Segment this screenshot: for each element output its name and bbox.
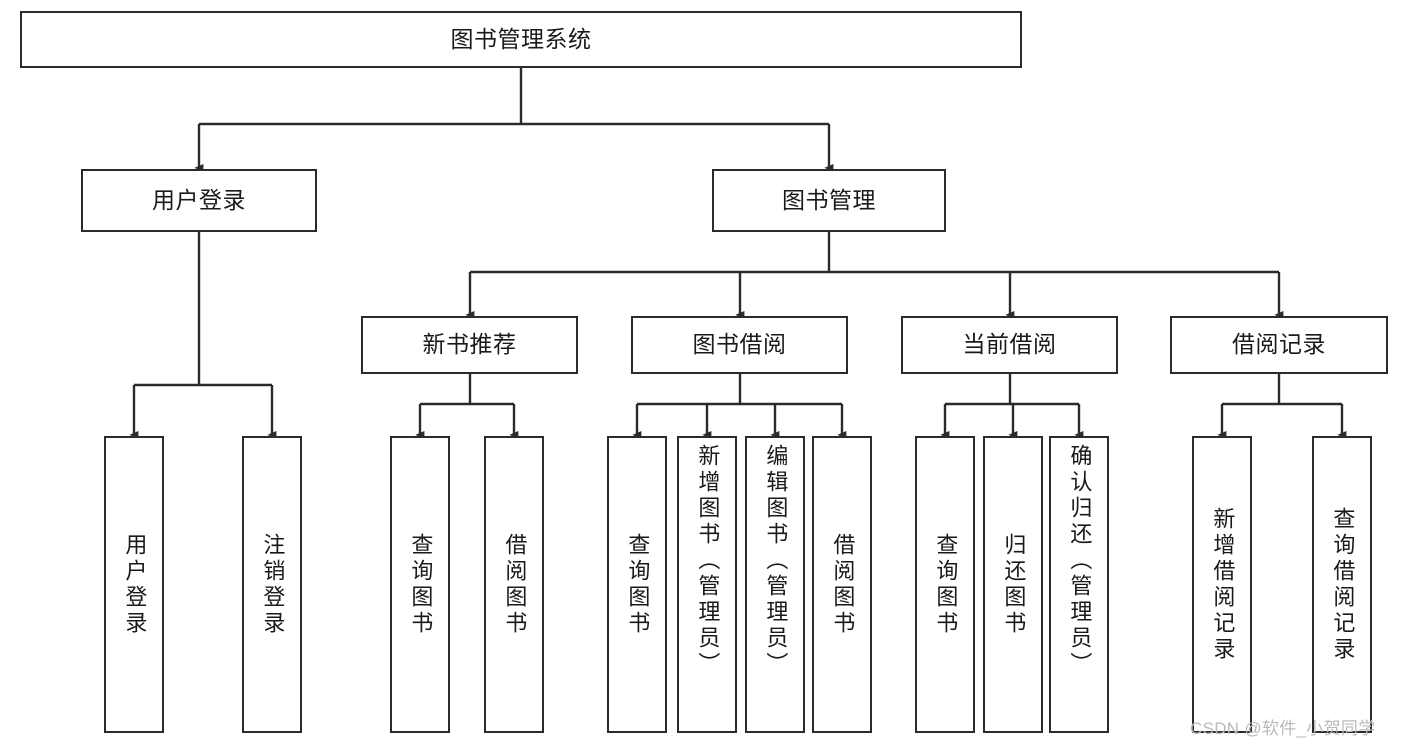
node-leaf-user-logout[interactable]: 注销登录	[242, 436, 302, 733]
node-records[interactable]: 借阅记录	[1170, 316, 1388, 374]
node-label: 新增借阅记录	[1210, 506, 1236, 663]
node-leaf-bw-query[interactable]: 查询图书	[607, 436, 667, 733]
node-label: 用户登录	[152, 186, 246, 213]
node-current[interactable]: 当前借阅	[901, 316, 1118, 374]
node-leaf-bw-add[interactable]: 新增图书（管理员）	[677, 436, 737, 733]
node-leaf-user-login[interactable]: 用户登录	[104, 436, 164, 733]
node-label: 图书管理系统	[450, 25, 592, 52]
node-leaf-bw-borrow[interactable]: 借阅图书	[812, 436, 872, 733]
node-label: 图书管理	[782, 186, 876, 213]
node-label: 归还图书	[1001, 532, 1027, 637]
node-label: 借阅图书	[502, 532, 528, 637]
node-bookmgmt[interactable]: 图书管理	[712, 169, 946, 232]
node-leaf-rec-query[interactable]: 查询借阅记录	[1312, 436, 1372, 733]
node-leaf-cur-return[interactable]: 归还图书	[983, 436, 1043, 733]
node-label: 新增图书（管理员）	[695, 444, 721, 678]
node-login[interactable]: 用户登录	[81, 169, 317, 232]
watermark: CSDN @软件_小贺同学	[1190, 719, 1376, 738]
node-leaf-bw-edit[interactable]: 编辑图书（管理员）	[745, 436, 805, 733]
node-label: 当前借阅	[962, 331, 1057, 358]
node-label: 新书推荐	[422, 331, 517, 358]
node-leaf-cur-query[interactable]: 查询图书	[915, 436, 975, 733]
node-label: 图书借阅	[692, 331, 787, 358]
node-root[interactable]: 图书管理系统	[20, 11, 1022, 68]
node-label: 确认归还（管理员）	[1067, 444, 1093, 678]
node-label: 借阅图书	[830, 532, 856, 637]
node-leaf-nb-query[interactable]: 查询图书	[390, 436, 450, 733]
node-label: 查询借阅记录	[1330, 506, 1356, 663]
node-leaf-rec-add[interactable]: 新增借阅记录	[1192, 436, 1252, 733]
node-borrow[interactable]: 图书借阅	[631, 316, 848, 374]
node-leaf-nb-borrow[interactable]: 借阅图书	[484, 436, 544, 733]
node-label: 用户登录	[122, 532, 148, 637]
node-label: 查询图书	[933, 532, 959, 637]
node-label: 查询图书	[408, 532, 434, 637]
node-newbook[interactable]: 新书推荐	[361, 316, 578, 374]
node-label: 查询图书	[625, 532, 651, 637]
node-label: 借阅记录	[1232, 331, 1326, 358]
node-leaf-cur-confirm[interactable]: 确认归还（管理员）	[1049, 436, 1109, 733]
node-label: 注销登录	[260, 532, 286, 637]
node-label: 编辑图书（管理员）	[763, 444, 789, 678]
